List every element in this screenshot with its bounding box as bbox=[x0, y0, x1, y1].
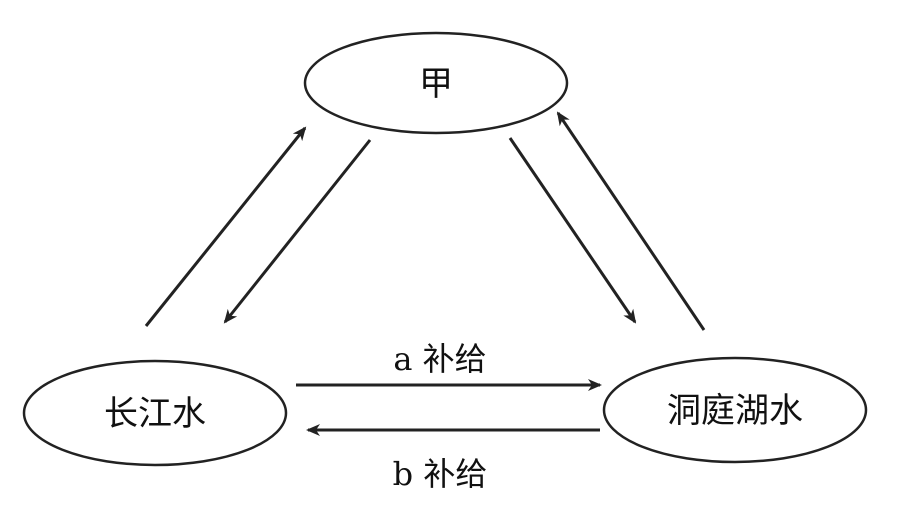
edge-a-label: a 补给 bbox=[393, 340, 486, 378]
node-right: 洞庭湖水 bbox=[602, 356, 868, 464]
arrow-top-to-left bbox=[223, 139, 372, 324]
arrow-right-to-top bbox=[556, 111, 706, 331]
node-left-ellipse bbox=[22, 359, 288, 467]
node-top-label: 甲 bbox=[419, 64, 453, 104]
node-left-label: 长江水 bbox=[104, 394, 206, 434]
node-right-ellipse bbox=[602, 356, 868, 464]
node-right-label: 洞庭湖水 bbox=[667, 391, 803, 431]
node-top-ellipse bbox=[303, 31, 569, 135]
node-left: 长江水 bbox=[22, 359, 288, 467]
node-top: 甲 bbox=[303, 31, 569, 135]
edge-b-label: b 补给 bbox=[393, 455, 488, 493]
arrow-top-to-right bbox=[508, 137, 637, 324]
arrow-left-to-top bbox=[144, 126, 307, 327]
